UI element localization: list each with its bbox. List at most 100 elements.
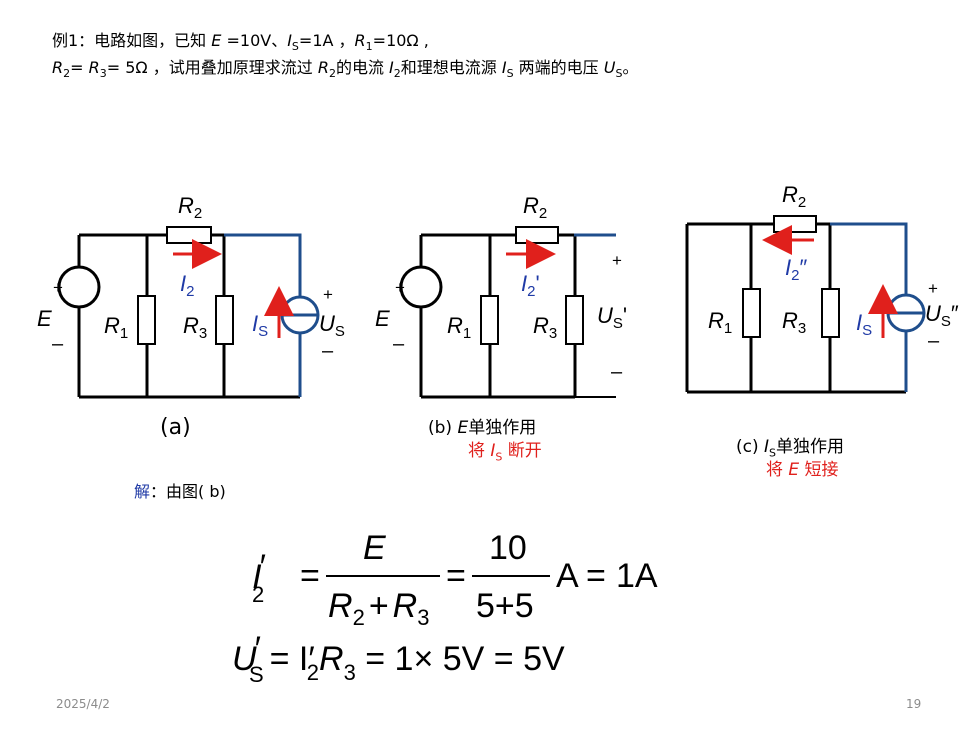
subscript: 2 <box>393 67 401 81</box>
label-R1: R1 <box>104 313 128 342</box>
resistor-R3 <box>821 288 840 338</box>
circuit-a: R2 I2 + E – R1 R3 IS + US – <box>37 193 345 399</box>
wire-top-blue <box>224 233 302 397</box>
label-E-minus: – <box>393 333 405 355</box>
var-E: E <box>211 31 222 50</box>
label-R3: R3 <box>782 308 806 337</box>
resistor-R1 <box>742 288 761 338</box>
caption-text: 将 <box>468 441 491 461</box>
caption-var: I <box>490 441 496 461</box>
f1-lhs: I′2 <box>252 548 266 607</box>
f1-result: 1A <box>616 557 658 595</box>
subscript: 2 <box>63 67 71 81</box>
value-Is: =1A ， <box>298 31 355 50</box>
var-Is: I <box>501 58 507 78</box>
f1-num2: 10 <box>489 529 527 567</box>
label-Us-prime: US' <box>597 303 627 332</box>
subscript: S <box>506 67 514 81</box>
label-R2: R2 <box>782 182 806 211</box>
formula-1: I′2 = E R2+R3 = 10 5+5 A = 1A <box>252 529 658 630</box>
problem-text: 的电流 <box>335 58 390 78</box>
caption-b-suffix: 单独作用 <box>468 418 537 438</box>
caption-text: 单独作用 <box>776 437 845 457</box>
label-R3: R3 <box>183 313 207 342</box>
f1-den2: 5+5 <box>476 587 534 625</box>
label-Us-minus: – <box>928 330 940 352</box>
var-Is: I <box>287 31 292 50</box>
resistor-R1 <box>137 295 156 345</box>
problem-text: 和理想电流源 <box>400 58 502 78</box>
var-R2: R <box>317 58 329 78</box>
solution-intro: 解：由图( b) <box>134 478 226 502</box>
caption-text: 断开 <box>502 441 542 461</box>
label-E: E <box>37 306 52 331</box>
caption-c-note: 将 E 短接 <box>766 455 839 480</box>
label-E-minus: – <box>52 333 64 355</box>
circuit-b: R2 I2' + E – R1 R3 + US' – <box>375 193 627 399</box>
var-R3: R <box>88 58 100 78</box>
label-Us-minus: – <box>322 340 334 362</box>
caption-var: I <box>764 437 770 457</box>
subscript: 2 <box>328 67 336 81</box>
label-Us-plus: + <box>323 285 333 304</box>
var-Us: U <box>603 58 616 78</box>
formula-2: U′S= I′2R3 = 1× 5V = 5V <box>232 632 565 687</box>
caption-b-prefix: (b) <box>428 418 458 438</box>
f1-den1: R2+R3 <box>328 587 429 630</box>
resistor-R3 <box>215 295 234 345</box>
problem-prefix: 例1：电路如图，已知 <box>52 31 212 50</box>
solution-text: ：由图( b) <box>150 482 226 501</box>
f1-eq1: = <box>300 557 320 595</box>
problem-statement: 例1：电路如图，已知 E =10V、IS=1A ，R1=10Ω , R2= R3… <box>52 30 638 84</box>
problem-line-2: R2= R3= 5Ω ，试用叠加原理求流过 R2的电流 I2和理想电流源 IS … <box>52 57 638 84</box>
f2-expression: U′S= I′2R3 = 1× 5V = 5V <box>232 632 565 687</box>
label-I2-prime: I2' <box>521 271 540 300</box>
caption-b-note: 将 IS 断开 <box>468 436 542 463</box>
var-R1: R <box>354 31 366 50</box>
footer-date: 2025/4/2 <box>56 697 110 711</box>
label-Is: IS <box>856 310 872 339</box>
caption-text: (c) <box>736 437 765 457</box>
equals: = <box>70 58 89 78</box>
label-R1: R1 <box>708 308 732 337</box>
f1-num1: E <box>363 529 386 567</box>
problem-line-1: 例1：电路如图，已知 E =10V、IS=1A ，R1=10Ω , <box>52 30 638 57</box>
label-R2: R2 <box>523 193 547 222</box>
problem-text: = 5Ω ，试用叠加原理求流过 <box>106 58 318 78</box>
resistor-R2 <box>773 215 817 233</box>
subscript: S <box>615 67 623 81</box>
period: 。 <box>622 58 639 78</box>
label-Us-double-prime: US″ <box>925 301 959 330</box>
caption-c: (c) IS单独作用 <box>736 432 844 459</box>
caption-var: E <box>788 460 800 480</box>
label-I2-double-prime: I2″ <box>785 255 807 284</box>
subscript: S <box>291 40 299 54</box>
value-E: =10V、 <box>221 31 288 50</box>
resistor-R2 <box>515 226 559 244</box>
resistor-R2 <box>166 226 212 244</box>
solution-label: 解 <box>134 482 151 501</box>
voltage-source-E <box>57 265 101 309</box>
var-R2: R <box>52 58 64 78</box>
caption-text: 将 <box>766 460 789 480</box>
subscript: S <box>769 446 777 460</box>
caption-a: (a) <box>160 415 191 440</box>
wire-top-blue <box>830 222 908 392</box>
f1-unit: A <box>556 557 579 595</box>
subscript: 3 <box>99 67 107 81</box>
subscript: S <box>495 450 503 464</box>
subscript: 1 <box>365 40 373 54</box>
voltage-source-E <box>399 265 443 309</box>
label-I2: I2 <box>180 271 194 300</box>
resistor-R1 <box>480 295 499 345</box>
label-Is: IS <box>252 311 268 340</box>
problem-text: 两端的电压 <box>513 58 604 78</box>
f1-eq2: = <box>446 557 466 595</box>
label-Us: US <box>319 311 345 340</box>
label-E: E <box>375 306 390 331</box>
label-R1: R1 <box>447 313 471 342</box>
value-R1: =10Ω , <box>372 31 429 50</box>
f1-eq3: = <box>586 557 606 595</box>
circuit-c: R2 I2″ R1 R3 IS + US″ – <box>685 182 959 394</box>
resistor-R3 <box>565 295 584 345</box>
